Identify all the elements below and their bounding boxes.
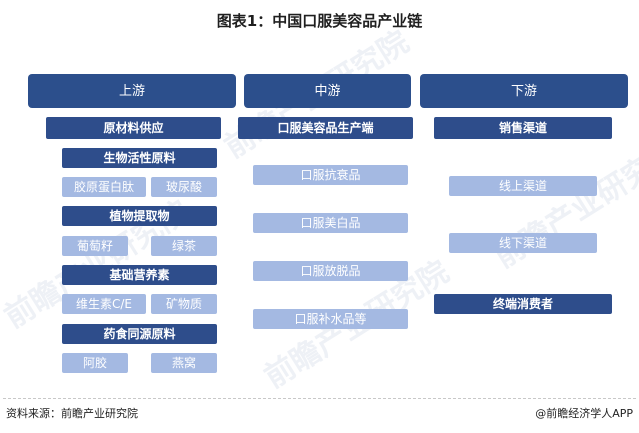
midstream-item: 口服美白品	[253, 213, 408, 233]
midstream-item: 口服补水品等	[253, 309, 408, 329]
upstream-item: 胶原蛋白肽	[62, 177, 146, 197]
upstream-item: 葡萄籽	[62, 236, 128, 256]
upstream-item: 矿物质	[151, 294, 217, 314]
upstream-item: 玻尿酸	[151, 177, 217, 197]
upstream-header: 原材料供应	[46, 117, 221, 139]
upstream-group-medicinal-food: 药食同源原料	[62, 324, 217, 344]
upstream-item: 维生素C/E	[62, 294, 146, 314]
stage-downstream: 下游	[420, 74, 628, 108]
footer-divider	[3, 398, 636, 399]
upstream-item: 燕窝	[151, 353, 217, 373]
upstream-group-nutrients: 基础营养素	[62, 265, 217, 285]
downstream-item: 线上渠道	[449, 176, 597, 196]
watermark-logo: 前瞻产业研究院	[488, 134, 639, 276]
footer-brand: @前瞻经济学人APP	[535, 407, 633, 420]
upstream-item: 阿胶	[62, 353, 128, 373]
upstream-group-bioactive: 生物活性原料	[62, 148, 217, 168]
page-title: 图表1：中国口服美容品产业链	[216, 12, 423, 30]
upstream-item: 绿茶	[151, 236, 217, 256]
upstream-group-plant-extract: 植物提取物	[62, 206, 217, 226]
midstream-item: 口服放脱品	[253, 261, 408, 281]
downstream-header: 销售渠道	[434, 117, 612, 139]
downstream-consumer: 终端消费者	[434, 294, 612, 314]
footer-source: 资料来源：前瞻产业研究院	[6, 407, 138, 420]
stage-midstream: 中游	[244, 74, 411, 108]
midstream-header: 口服美容品生产端	[238, 117, 413, 139]
downstream-item: 线下渠道	[449, 233, 597, 253]
midstream-item: 口服抗衰品	[253, 165, 408, 185]
stage-upstream: 上游	[28, 74, 236, 108]
